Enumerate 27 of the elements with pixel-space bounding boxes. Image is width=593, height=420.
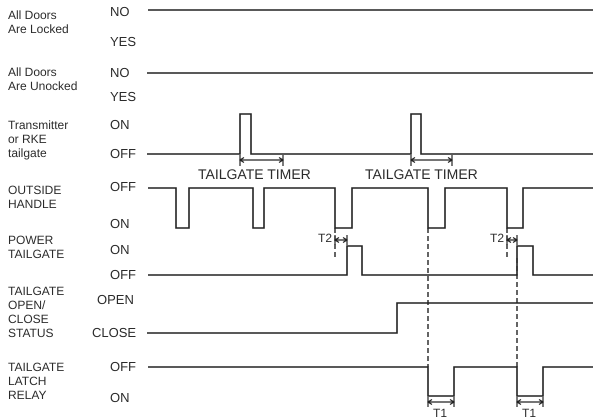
level-label: OFF [110,180,136,194]
level-label: NO [110,5,130,19]
level-label: OPEN [97,293,134,307]
timer-label: TAILGATE TIMER [198,167,311,181]
level-label: ON [110,118,130,132]
signal-name: OUTSIDE HANDLE [8,183,62,211]
level-label: YES [110,90,136,104]
level-label: ON [110,217,130,231]
signal-name: TAILGATE OPEN/ CLOSE STATUS [8,284,66,340]
level-label: YES [110,35,136,49]
level-label: OFF [110,360,136,374]
signal-name: POWER TAILGATE [8,233,66,261]
level-label: ON [110,391,130,405]
interval-label: T1 [433,406,448,420]
signal-name: All Doors Are Locked [8,8,70,36]
interval-label: T2 [318,231,332,245]
signal-name: Transmitter or RKE tailgate [8,118,70,160]
level-label: OFF [110,147,136,161]
signal-name: All Doors Are Unocked [8,65,78,93]
level-label: NO [110,66,130,80]
interval-label: T2 [490,231,504,245]
level-label: CLOSE [92,326,136,340]
signal-name: TAILGATE LATCH RELAY [8,360,66,402]
timer-label: TAILGATE TIMER [365,167,478,181]
interval-label: T1 [522,406,536,420]
level-label: OFF [110,268,136,282]
level-label: ON [110,243,130,257]
